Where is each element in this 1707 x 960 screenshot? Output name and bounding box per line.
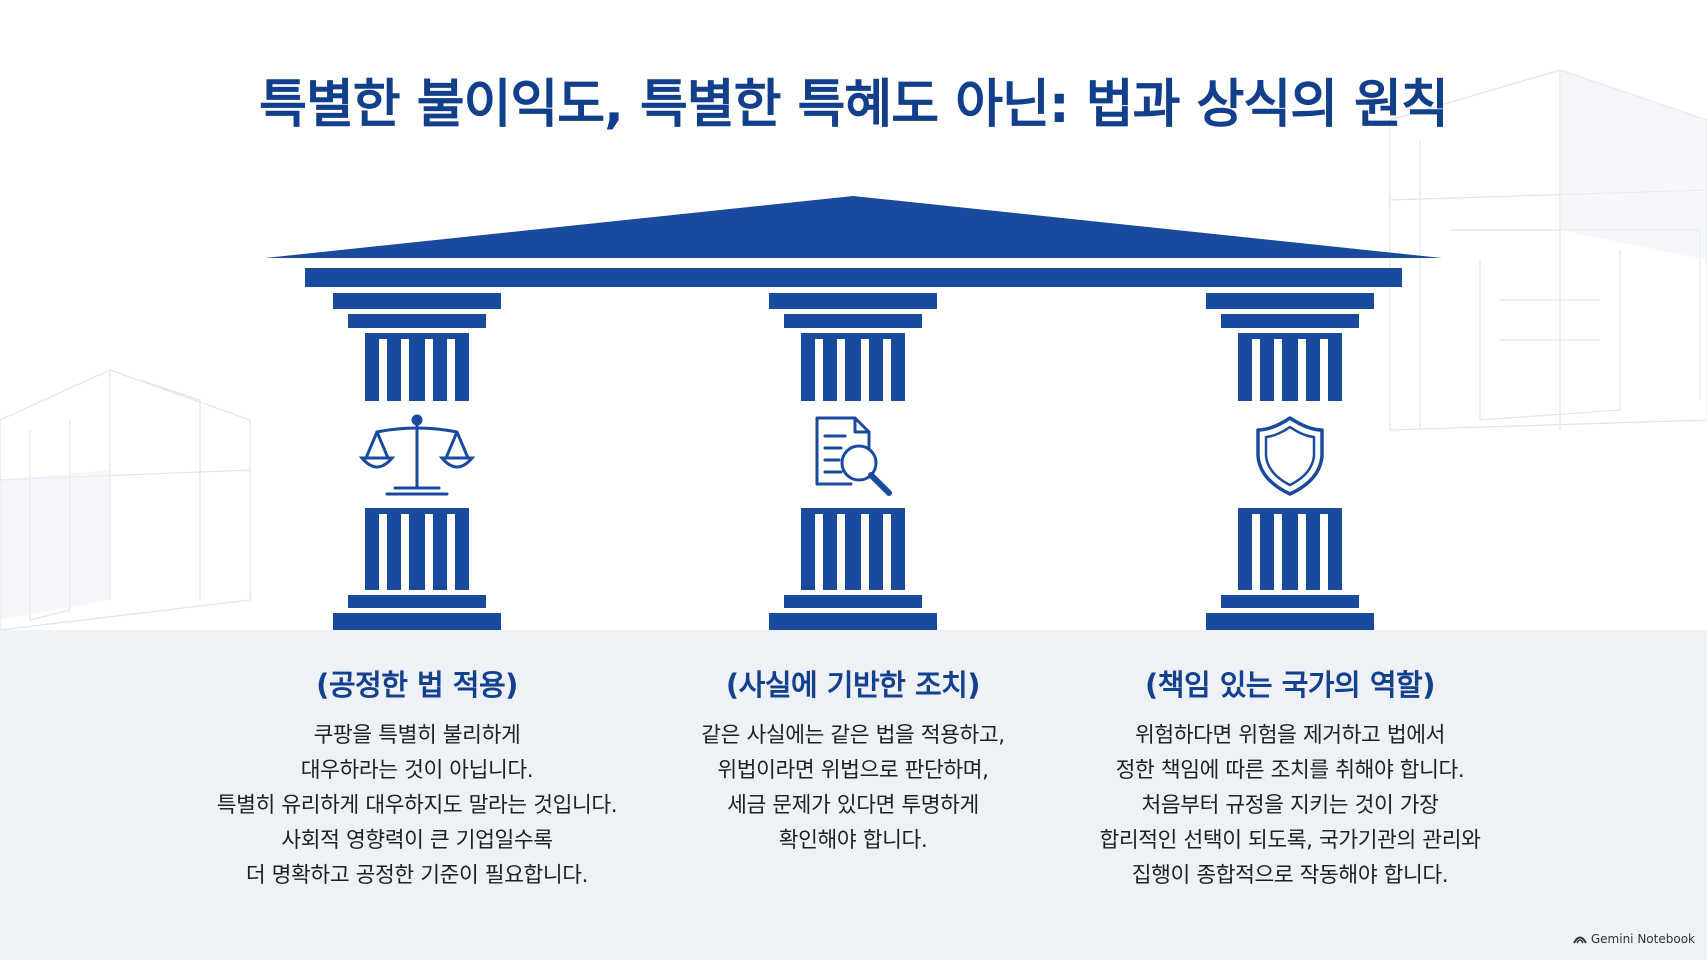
pillar-flute (883, 339, 891, 401)
pillar-flute (1274, 339, 1282, 401)
pillar-body-line: 세금 문제가 있다면 투명하게 (727, 793, 979, 818)
pillar-capital-bottom (784, 314, 922, 328)
pillar-body-line: 처음부터 규정을 지키는 것이 가장 (1141, 793, 1439, 818)
pillar-flute (425, 514, 433, 590)
pillar-flute (1252, 514, 1260, 590)
pillar-flute (447, 339, 455, 401)
pillar-heading: (사실에 기반한 조치) (725, 668, 981, 702)
brand-label: Gemini Notebook (1590, 932, 1695, 946)
pillar-flute (379, 514, 387, 590)
pillar-flute (1320, 339, 1328, 401)
shield-icon (1256, 416, 1324, 496)
pillar-body-line: 합리적인 선택이 되도록, 국가기관의 관리와 (1099, 828, 1481, 853)
document-search-icon (815, 416, 892, 496)
pillar-flute (1298, 339, 1306, 401)
pillar-flute (815, 339, 823, 401)
pillar-base-bottom (333, 613, 501, 630)
pillar-body-line: 확인해야 합니다. (778, 828, 928, 853)
pillar (333, 293, 501, 630)
pillar-body-line: 사회적 영향력이 큰 기업일수록 (281, 828, 553, 853)
pillar-heading: (책임 있는 국가의 역할) (1145, 668, 1435, 702)
pillar-flute (1320, 514, 1328, 590)
pillar-base-bottom (769, 613, 937, 630)
pillar-body-line: 특별히 유리하게 대우하지도 말라는 것입니다. (216, 793, 618, 818)
pillar-capital-bottom (1221, 314, 1359, 328)
pillar-heading: (공정한 법 적용) (316, 668, 518, 702)
pillar-base-bottom (1206, 613, 1374, 630)
pillar-base-top (348, 595, 486, 608)
pillar-base-top (784, 595, 922, 608)
pillar-body-line: 더 명확하고 공정한 기준이 필요합니다. (245, 863, 589, 888)
temple-lintel (305, 268, 1402, 287)
pillar-capital-top (333, 293, 501, 309)
pillar-body-line: 위법이라면 위법으로 판단하며, (717, 758, 989, 783)
pillar-flute (837, 514, 845, 590)
text-band (0, 630, 1707, 960)
pillar-flute (401, 514, 409, 590)
pillar-body-line: 대우하라는 것이 아닙니다. (300, 758, 534, 783)
pillar-flute (837, 339, 845, 401)
temple-roof (265, 196, 1442, 258)
pillar-body: 같은 사실에는 같은 법을 적용하고, 위법이라면 위법으로 판단하며, 세금 문제… (623, 718, 1083, 858)
pillar-body-line: 쿠팡을 특별히 불리하게 (313, 723, 521, 748)
pillar-capital-top (769, 293, 937, 309)
pillar-capital-bottom (348, 314, 486, 328)
scales-icon (358, 414, 476, 496)
pillar-body-line: 같은 사실에는 같은 법을 적용하고, (701, 723, 1005, 748)
pillar-flute (425, 339, 433, 401)
pillar-flute (447, 514, 455, 590)
temple-pillars (333, 293, 1374, 630)
pillar-flute (815, 514, 823, 590)
pillar-flute (861, 339, 869, 401)
pillar (769, 293, 937, 630)
pillar-flute (861, 514, 869, 590)
footer-brand: Gemini Notebook (1572, 932, 1695, 946)
pillar-text: (사실에 기반한 조치) 같은 사실에는 같은 법을 적용하고, 위법이라면 위법으… (623, 662, 1083, 858)
brand-logo-icon (1572, 936, 1587, 944)
pillar-body-line: 집행이 종합적으로 작동해야 합니다. (1131, 863, 1449, 888)
pillar-flute (379, 339, 387, 401)
pillar-flute (401, 339, 409, 401)
pillar-flute (883, 514, 891, 590)
pillar-flute (1298, 514, 1306, 590)
pillar-body-line: 위험하다면 위험을 제거하고 법에서 (1134, 723, 1445, 748)
pillar-flute (1274, 514, 1282, 590)
pillar (1206, 293, 1374, 630)
page-title: 특별한 불이익도, 특별한 특혜도 아닌: 법과 상식의 원칙 (259, 75, 1449, 135)
pillar-capital-top (1206, 293, 1374, 309)
temple-diagram (265, 196, 1442, 630)
pillar-flute (1252, 339, 1260, 401)
pillar-base-top (1221, 595, 1359, 608)
pillar-body-line: 정한 책임에 따른 조치를 취해야 합니다. (1115, 758, 1465, 783)
